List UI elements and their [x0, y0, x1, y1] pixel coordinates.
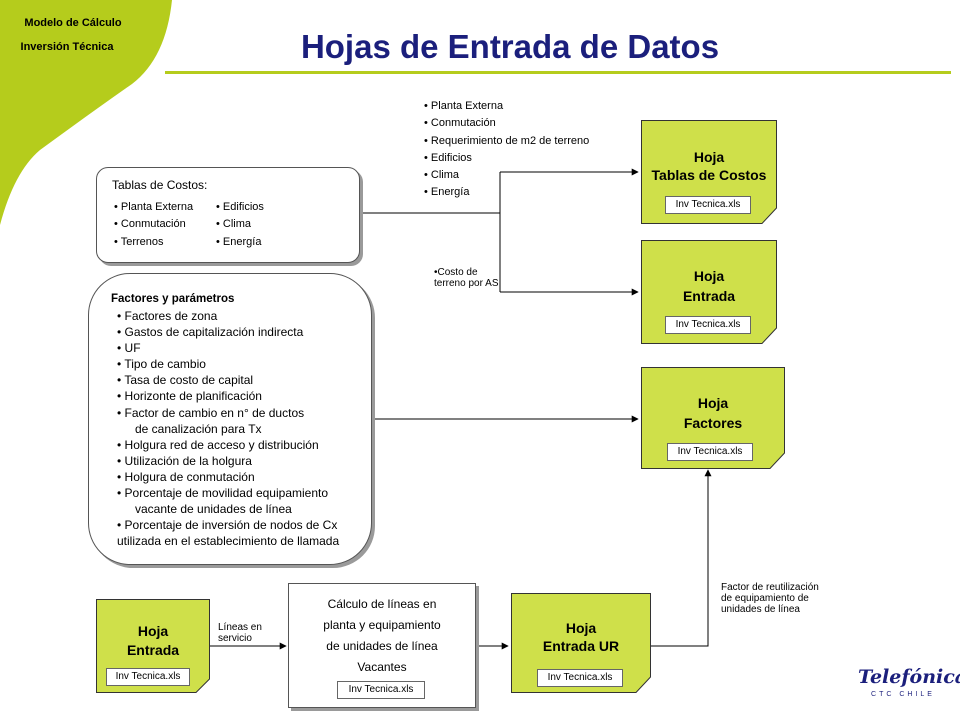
page-title: Hojas de Entrada de Datos	[300, 28, 720, 65]
factores-box-title: Factores y parámetros	[111, 293, 235, 305]
sheet-title: Hoja	[137, 623, 169, 639]
logo-brand: Telefónica	[858, 666, 960, 688]
factores-item: Porcentaje de movilidad equipamiento	[109, 485, 371, 501]
costos-box-title: Tablas de Costos:	[112, 178, 208, 192]
sheet-entrada: Hoja Entrada Inv Tecnica.xls	[641, 240, 777, 344]
factores-item: Gastos de capitalización indirecta	[109, 324, 371, 340]
costos-col-1: Planta Externa Conmutación Terrenos	[114, 199, 193, 251]
lineas-label: Líneas en servicio	[218, 622, 262, 644]
sheet-title: Hoja	[565, 620, 597, 636]
calculo-box: Cálculo de líneas en planta y equipamien…	[288, 583, 476, 708]
costos-item: Planta Externa	[114, 199, 193, 216]
header-line-1: Modelo de Cálculo	[24, 17, 122, 29]
sheet-entrada-left: Hoja Entrada Inv Tecnica.xls	[96, 599, 210, 693]
sheet-title: Hoja	[693, 149, 725, 165]
sheet-subtitle: Entrada	[682, 288, 736, 304]
sheet-subtitle: Factores	[683, 415, 743, 431]
file-label: Inv Tecnica.xls	[537, 669, 623, 687]
factores-list: Factores de zona Gastos de capitalizació…	[109, 308, 371, 549]
sheet-entrada-ur: Hoja Entrada UR Inv Tecnica.xls	[511, 593, 651, 693]
top-list-item: Requerimiento de m2 de terreno	[424, 133, 589, 150]
sheet-factores: Hoja Factores Inv Tecnica.xls	[641, 367, 785, 469]
sheet-subtitle: Tablas de Costos	[651, 167, 767, 183]
factores-item-cont: de canalización para Tx	[135, 421, 262, 436]
logo-sub: CTC CHILE	[871, 691, 935, 698]
factores-box: Factores y parámetros Factores de zona G…	[88, 273, 372, 565]
factores-item: Utilización de la holgura	[109, 453, 371, 469]
top-list-item: Clima	[424, 167, 589, 184]
costo-terreno-label: •Costo de terreno por AS	[434, 267, 499, 289]
costos-item: Terrenos	[114, 234, 193, 251]
costos-item: Edificios	[216, 199, 264, 216]
top-list-item: Conmutación	[424, 115, 589, 132]
telefonica-logo: Telefónica CTC CHILE	[858, 666, 960, 702]
costos-item: Clima	[216, 216, 264, 233]
file-label: Inv Tecnica.xls	[106, 668, 190, 686]
calculo-line: Vacantes	[357, 660, 407, 674]
costos-item: Conmutación	[114, 216, 193, 233]
top-list-item: Planta Externa	[424, 98, 589, 115]
factores-item-cont: vacante de unidades de línea	[135, 502, 292, 517]
sheet-shape	[511, 593, 651, 693]
factores-item: Holgura de conmutación	[109, 469, 371, 485]
file-label: Inv Tecnica.xls	[337, 681, 425, 699]
title-underline	[165, 71, 951, 74]
corner-decoration	[0, 0, 172, 225]
calculo-text: Cálculo de líneas en planta y equipamien…	[289, 594, 475, 678]
factores-item: Factor de cambio en n° de ductos	[109, 405, 371, 421]
sheet-subtitle: Entrada	[126, 642, 180, 658]
calculo-line: Cálculo de líneas en	[327, 597, 437, 611]
factores-item: Horizonte de planificación	[109, 388, 371, 404]
factores-item: UF	[109, 340, 371, 356]
sheet-title: Hoja	[693, 268, 725, 284]
costos-box: Tablas de Costos: Planta Externa Conmuta…	[96, 167, 360, 263]
costos-col-2: Edificios Clima Energía	[216, 199, 264, 251]
sheet-title: Hoja	[697, 395, 729, 411]
calculo-line: de unidades de línea	[326, 639, 438, 653]
file-label: Inv Tecnica.xls	[665, 316, 751, 334]
factores-item: Porcentaje de inversión de nodos de Cx	[109, 517, 371, 533]
file-label: Inv Tecnica.xls	[665, 196, 751, 214]
factores-item: Factores de zona	[109, 308, 371, 324]
file-label: Inv Tecnica.xls	[667, 443, 753, 461]
factores-item: Holgura red de acceso y distribución	[109, 437, 371, 453]
top-list-item: Edificios	[424, 150, 589, 167]
factores-item-cont: utilizada en el establecimiento de llama…	[117, 534, 340, 549]
factor-label: Factor de reutilización de equipamiento …	[721, 582, 819, 615]
factores-item: Tipo de cambio	[109, 356, 371, 372]
top-list: Planta Externa Conmutación Requerimiento…	[424, 98, 589, 202]
header-line-2: Inversión Técnica	[20, 41, 114, 53]
costos-item: Energía	[216, 234, 264, 251]
sheet-tablas-costos: Hoja Tablas de Costos Inv Tecnica.xls	[641, 120, 777, 224]
calculo-line: planta y equipamiento	[323, 618, 441, 632]
sheet-subtitle: Entrada UR	[542, 638, 620, 654]
factores-item: Tasa de costo de capital	[109, 372, 371, 388]
top-list-item: Energía	[424, 184, 589, 201]
